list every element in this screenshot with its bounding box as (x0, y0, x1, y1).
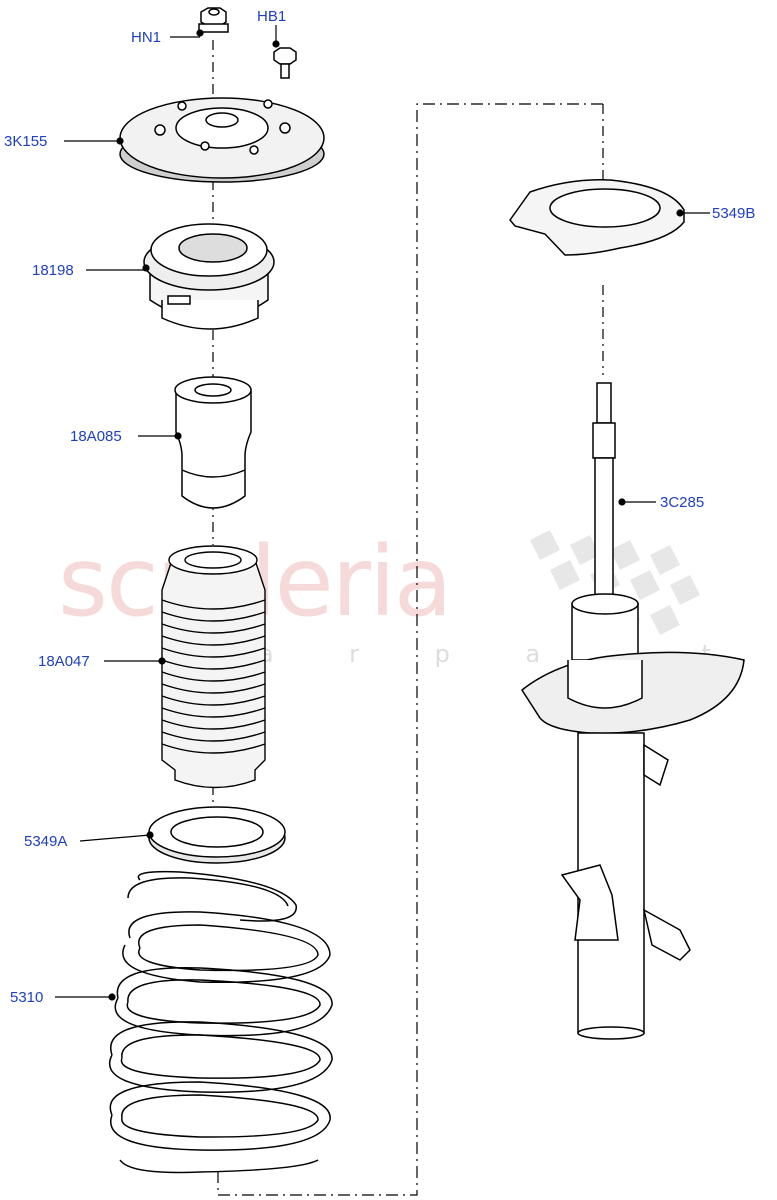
bolt-HB1 (273, 47, 297, 79)
callout-18198[interactable]: 18198 (32, 262, 74, 279)
assembly-bracket-line (217, 103, 603, 1196)
nut-HN1 (198, 7, 229, 33)
callout-18A085[interactable]: 18A085 (70, 428, 122, 445)
coil-spring-5310 (108, 870, 333, 1174)
callout-3C285[interactable]: 3C285 (660, 494, 705, 511)
callout-5349A[interactable]: 5349A (24, 833, 68, 850)
strut-3C285 (521, 382, 745, 1040)
leader-lines (55, 25, 710, 1001)
lower-seat-5349A (148, 806, 286, 864)
callout-3K155[interactable]: 3K155 (4, 133, 48, 150)
callout-5349B[interactable]: 5349B (712, 205, 756, 222)
callout-HB1[interactable]: HB1 (257, 8, 287, 25)
upper-seat-5349B (509, 179, 685, 256)
callout-HN1[interactable]: HN1 (131, 29, 162, 46)
bump-stop-18A085 (174, 376, 252, 509)
bearing-mount-18198 (143, 223, 275, 330)
callout-18A047[interactable]: 18A047 (38, 653, 90, 670)
callout-5310[interactable]: 5310 (10, 989, 44, 1006)
dust-boot-18A047 (161, 545, 266, 789)
top-mount-plate-3K155 (119, 97, 325, 183)
